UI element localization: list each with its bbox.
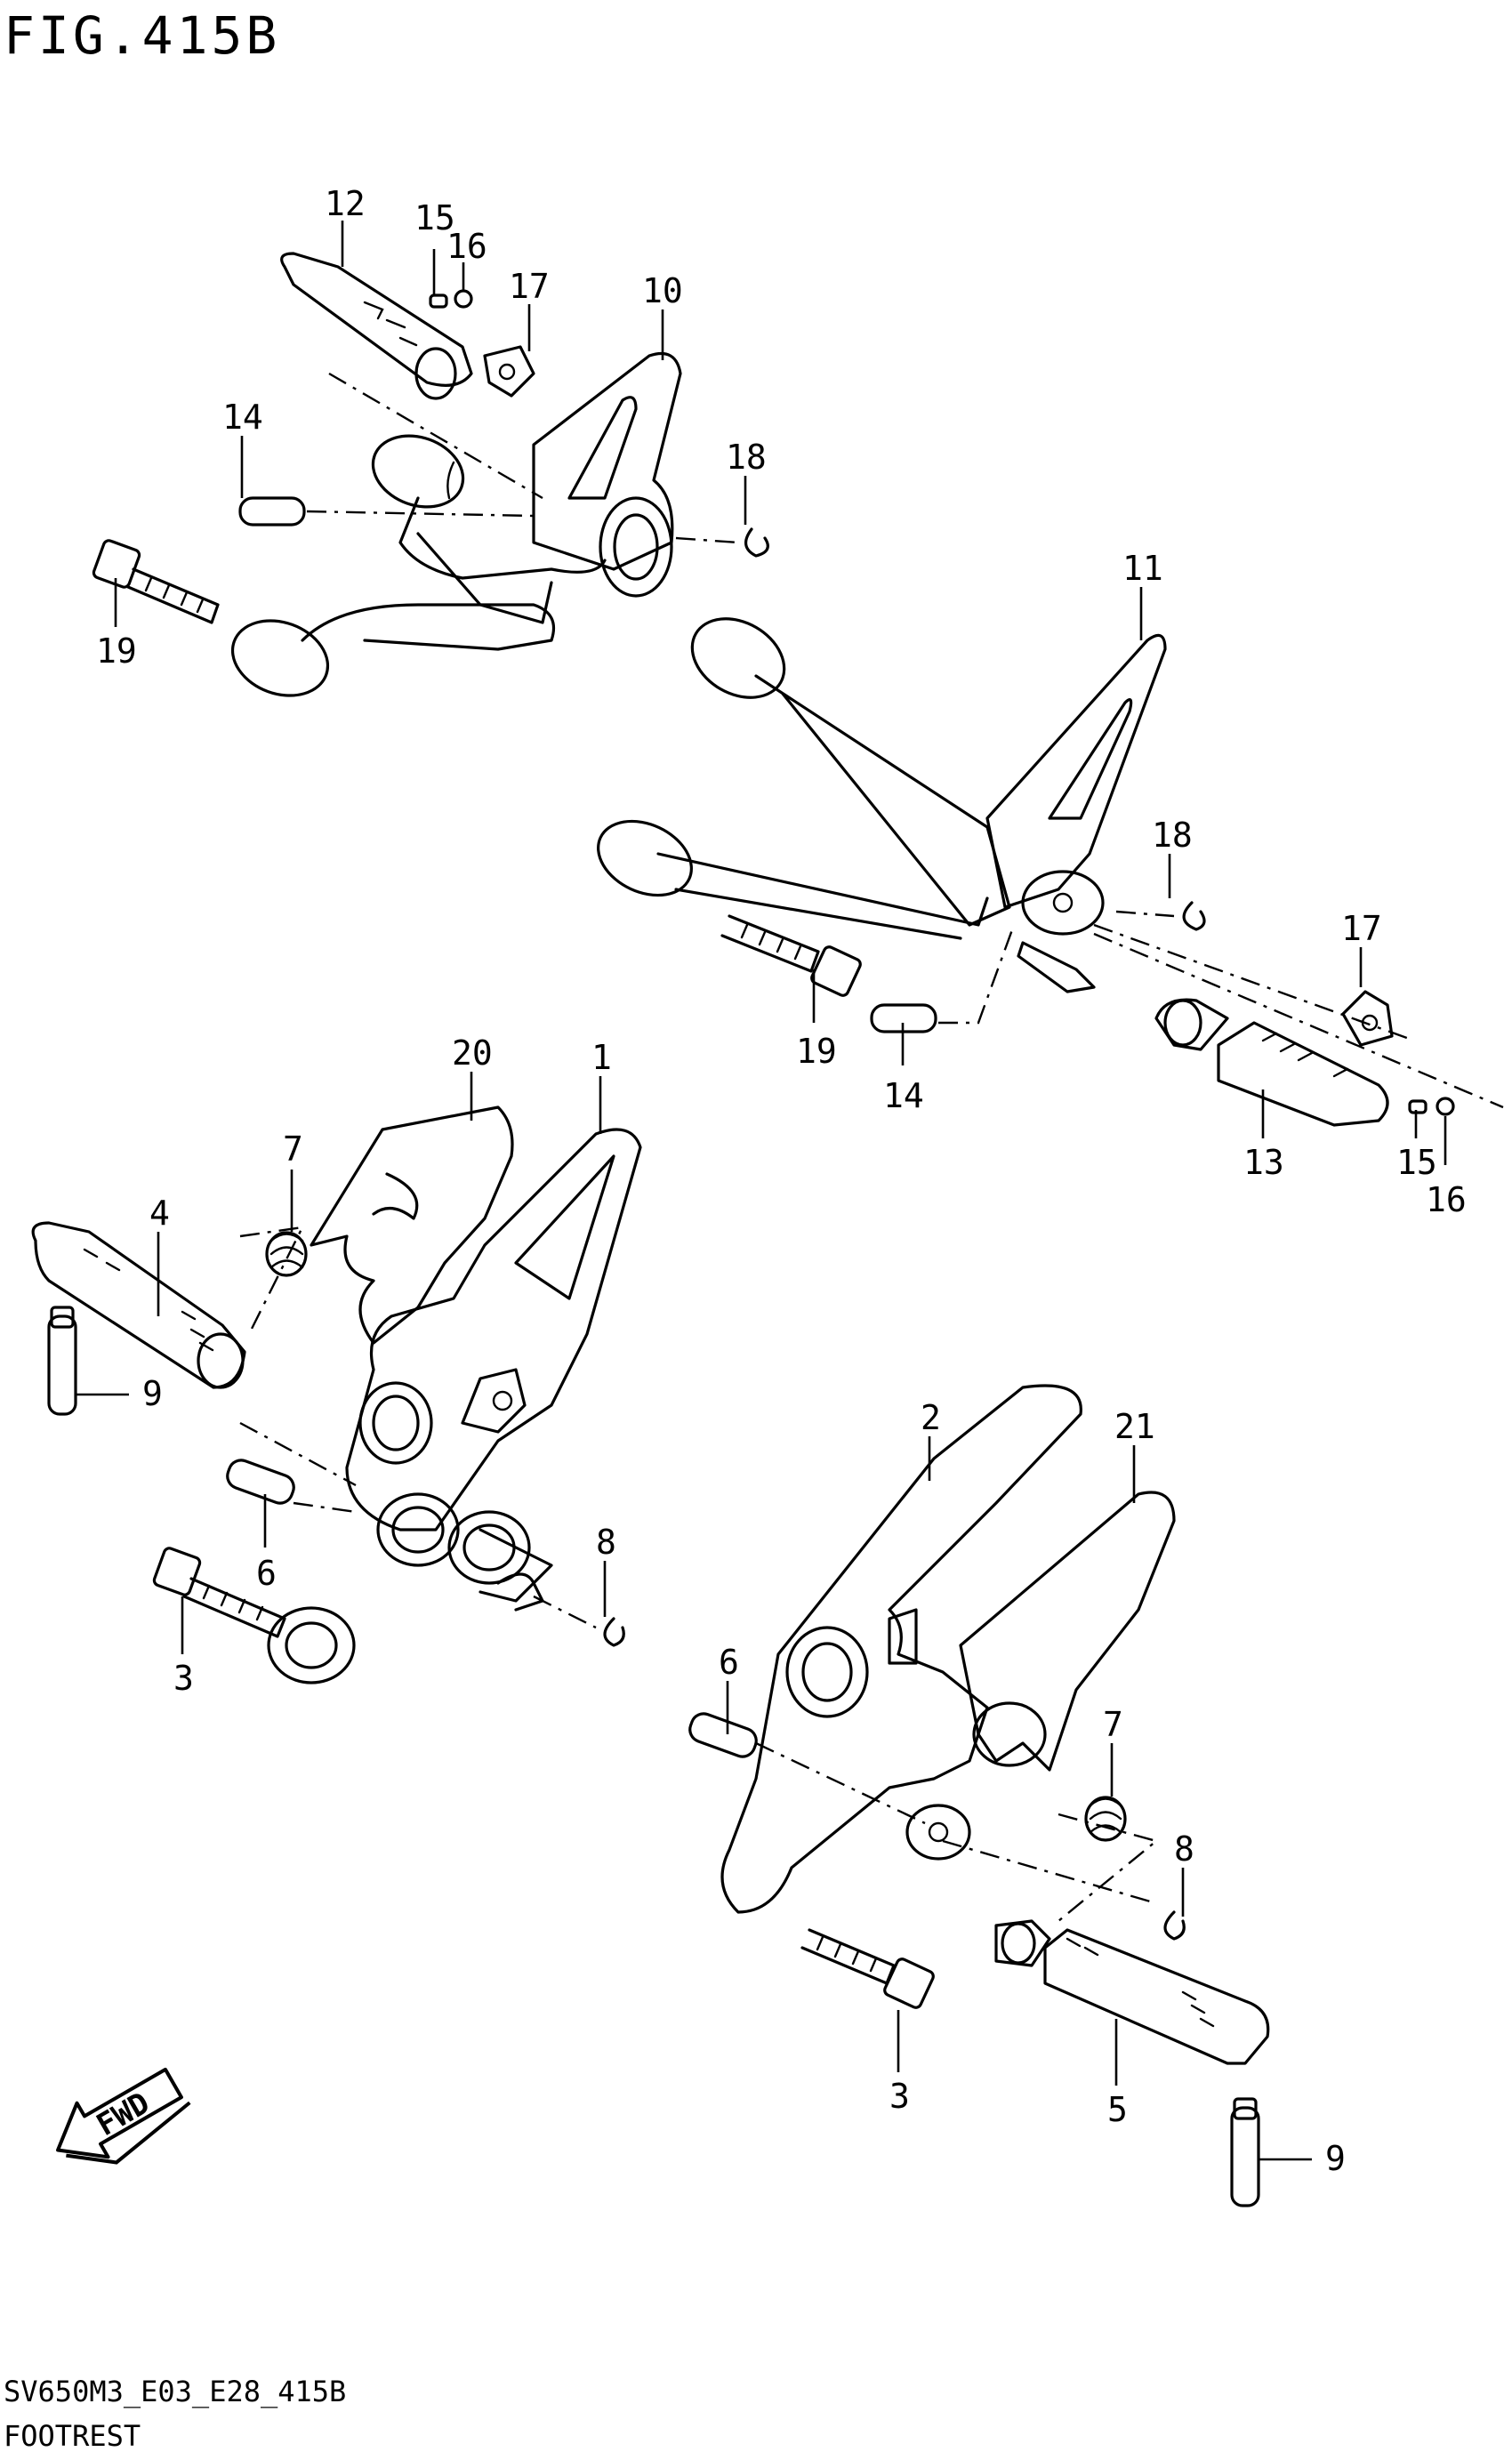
spring-7-left <box>239 1226 308 1335</box>
callout-20: 20 <box>452 1033 493 1073</box>
clip-18-right <box>1115 901 1206 931</box>
callout-9-left: 9 <box>142 1374 163 1413</box>
figure-caption: FOOTREST <box>4 2419 141 2453</box>
plate-17-left <box>483 345 535 398</box>
pivot-pin-6-right <box>688 1712 926 1825</box>
callout-6-left: 6 <box>256 1554 277 1593</box>
forward-arrow-icon: FWD <box>56 2067 191 2165</box>
pivot-pin-14-left <box>238 496 535 527</box>
pivot-pin-14-right <box>870 924 1016 1033</box>
callout-11: 11 <box>1122 549 1163 588</box>
footpeg-rubber-9-right <box>1230 2097 1260 2207</box>
callout-2: 2 <box>921 1398 941 1437</box>
passenger-footpeg-right <box>1093 923 1504 1127</box>
rider-footrest-bracket-right <box>720 1384 1082 1914</box>
pivot-pin-6-left <box>226 1459 357 1514</box>
callout-13: 13 <box>1243 1143 1284 1182</box>
heel-guard-21 <box>959 1491 1176 1772</box>
rider-footpeg-left <box>31 1221 357 1487</box>
callout-10: 10 <box>642 271 683 310</box>
callout-18-right: 18 <box>1152 816 1193 855</box>
callout-19-left: 19 <box>96 631 137 671</box>
clip-8-right <box>942 1839 1186 1941</box>
callout-19-right: 19 <box>796 1032 837 1071</box>
callout-8-right: 8 <box>1174 1829 1194 1869</box>
passenger-footrest-bracket-right <box>597 617 1167 993</box>
callout-21: 21 <box>1114 1407 1155 1446</box>
washer-16-left <box>454 289 473 309</box>
callout-8-left: 8 <box>596 1523 616 1562</box>
clip-8-left <box>533 1595 625 1647</box>
footpeg-rubber-9-left <box>47 1306 77 1416</box>
rider-footrest-bracket-left <box>267 1128 642 1684</box>
callout-3-left: 3 <box>173 1659 194 1698</box>
callout-4: 4 <box>149 1194 170 1233</box>
passenger-footrest-bracket-left <box>230 351 682 697</box>
callout-7-left: 7 <box>283 1130 303 1169</box>
spring-7-right <box>1058 1796 1159 1922</box>
callout-15-left: 15 <box>414 198 455 237</box>
bolt-3-left <box>152 1547 286 1638</box>
heel-guard-20 <box>310 1105 514 1345</box>
callout-16-right: 16 <box>1426 1180 1467 1219</box>
callout-15-right: 15 <box>1396 1143 1437 1182</box>
callout-7-right: 7 <box>1103 1705 1123 1744</box>
bolt-19-right <box>720 914 862 997</box>
spring-pin-15-left <box>429 293 448 309</box>
callout-16-left: 16 <box>446 227 487 266</box>
spring-pin-15-right <box>1408 1099 1428 1114</box>
callout-14-right: 14 <box>883 1076 924 1115</box>
bolt-3-right <box>800 1928 935 2009</box>
callout-17-right: 17 <box>1341 909 1382 948</box>
plate-17-right <box>1341 990 1394 1047</box>
callout-18-left: 18 <box>726 438 767 477</box>
figure-title: FIG.415B <box>4 5 280 66</box>
callout-3-right: 3 <box>889 2077 910 2116</box>
clip-18-left <box>675 527 769 558</box>
callout-6-right: 6 <box>719 1643 739 1682</box>
callout-14-left: 14 <box>222 398 263 437</box>
callout-17-left: 17 <box>509 267 550 306</box>
leader-lines <box>76 221 1447 2161</box>
callout-5: 5 <box>1107 2090 1128 2129</box>
callout-9-right: 9 <box>1325 2139 1346 2178</box>
washer-16-right <box>1436 1097 1455 1116</box>
callout-1: 1 <box>591 1038 612 1077</box>
callout-12: 12 <box>325 184 366 223</box>
bolt-19-left <box>92 539 220 624</box>
figure-code: SV650M3_E03_E28_415B <box>4 2375 346 2408</box>
passenger-footpeg-left <box>280 252 543 500</box>
rider-footpeg-right <box>994 1919 1270 2065</box>
